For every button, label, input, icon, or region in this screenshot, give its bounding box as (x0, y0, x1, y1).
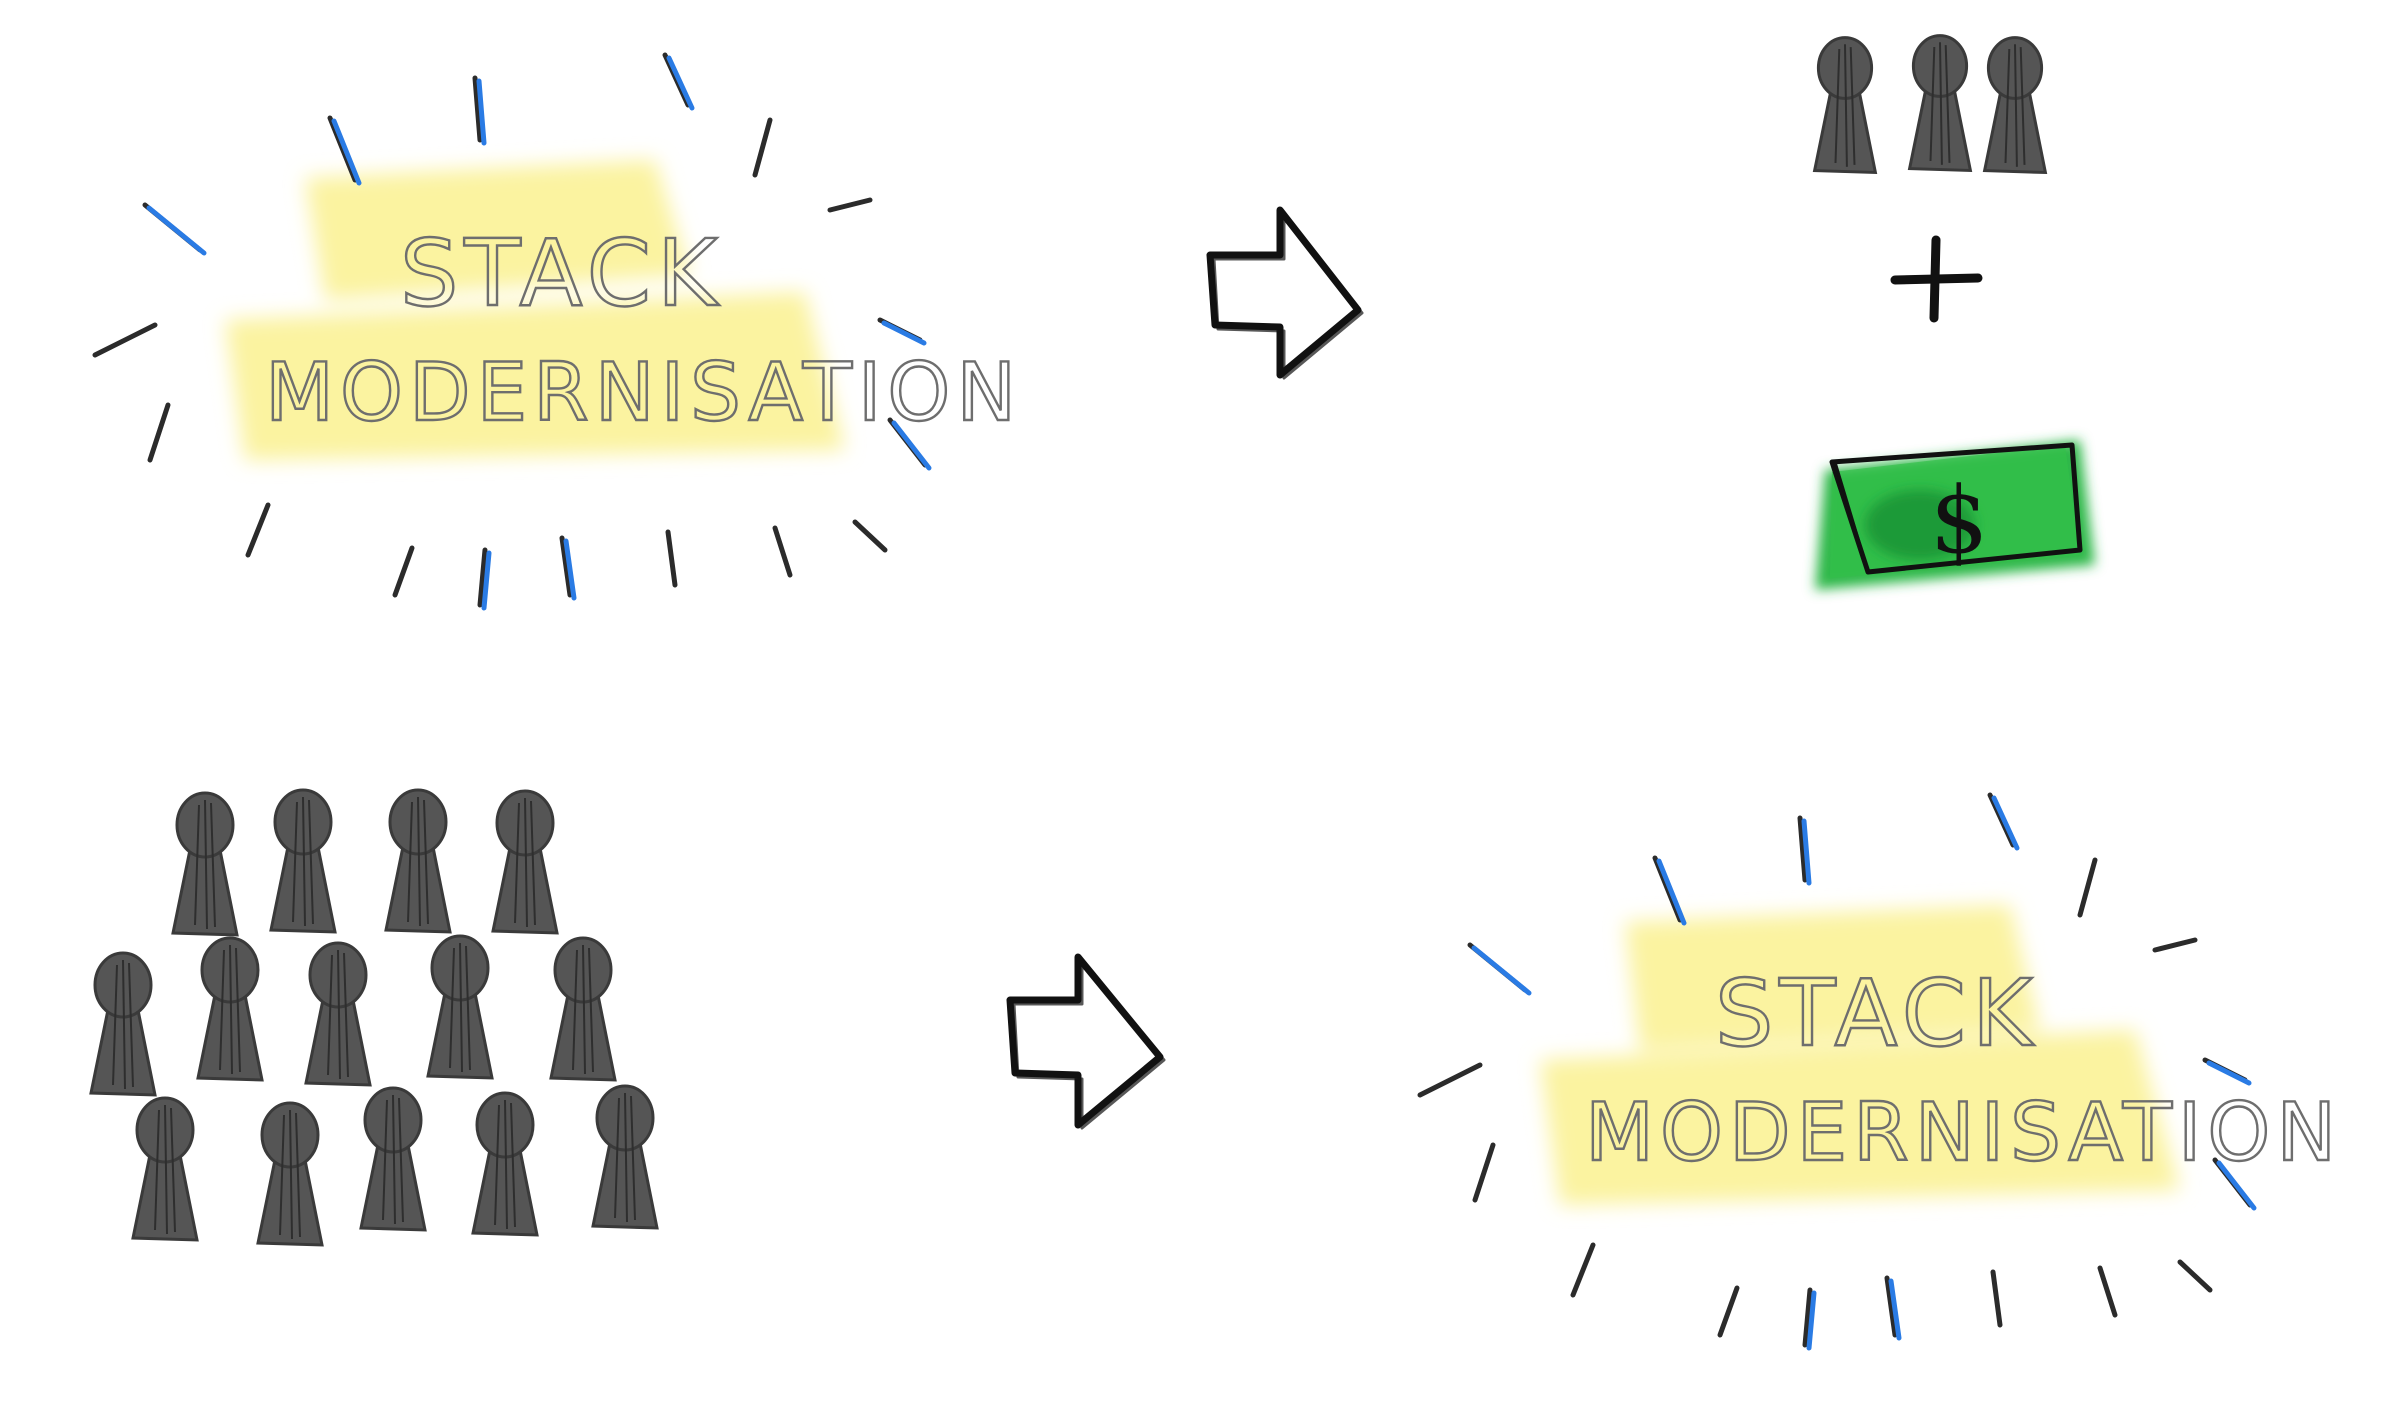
person-icon (1982, 36, 2048, 175)
ray-stroke (827, 197, 873, 213)
title-line-1: STACK (400, 220, 723, 327)
ray-stroke (245, 502, 271, 558)
ray-stroke (772, 525, 793, 578)
ray-stroke (392, 545, 415, 598)
person-icon (1812, 36, 1878, 175)
ray-stroke (1990, 1269, 2003, 1328)
highlight-marker (225, 160, 845, 460)
ray-stroke-blue (331, 118, 362, 186)
ray-stroke (752, 117, 773, 178)
right-arrow-icon (1206, 206, 1364, 380)
ray-stroke (1417, 1062, 1483, 1098)
ray-stroke (92, 322, 158, 358)
ray-stroke (1570, 1242, 1596, 1298)
ray-stroke (472, 75, 483, 143)
person-icon (131, 1096, 199, 1242)
stack-modernisation-burst-bottom: STACK MODERNISATION (1417, 792, 2342, 1351)
ray-stroke (2077, 857, 2098, 918)
ray-stroke (852, 519, 888, 553)
plus-sign (1890, 235, 1983, 323)
ray-stroke (1717, 1285, 1740, 1338)
person-icon (269, 788, 337, 934)
ray-stroke (559, 535, 573, 598)
title-line-2: MODERNISATION (265, 346, 1022, 439)
ray-stroke-blue (2216, 1160, 2257, 1211)
person-icon (304, 941, 372, 1087)
ray-stroke-blue (891, 420, 932, 471)
ray-stroke (1472, 1142, 1496, 1203)
ray-stroke (2152, 937, 2198, 953)
ray-stroke (147, 402, 171, 463)
person-icon (1907, 34, 1973, 173)
ray-stroke-blue (1471, 945, 1532, 996)
ray-stroke-blue (146, 205, 207, 256)
person-icon (256, 1101, 324, 1247)
ray-stroke-blue (1801, 818, 1812, 886)
ray-stroke-blue (1656, 858, 1687, 926)
right-arrow-icon (1006, 953, 1166, 1130)
burst-rays (92, 52, 932, 611)
person-icon (471, 1091, 539, 1237)
title-line-2: MODERNISATION (1585, 1086, 2342, 1179)
highlight-top (305, 160, 690, 300)
ray-stroke-blue (476, 78, 487, 146)
stack-modernisation-burst-top: STACK MODERNISATION (92, 52, 1022, 611)
highlight-bottom (1540, 1030, 2180, 1205)
ray-stroke (327, 115, 358, 183)
person-icon (549, 936, 617, 1082)
person-icon (359, 1086, 427, 1232)
title-line-1: STACK (1715, 960, 2038, 1067)
ray-stroke-blue (1806, 1290, 1817, 1351)
person-icon (491, 789, 559, 935)
person-icon (196, 936, 264, 1082)
ray-stroke (1884, 1275, 1898, 1338)
ray-stroke (1797, 815, 1808, 883)
ray-stroke (477, 547, 488, 608)
dollar-bill-icon: $ (1815, 440, 2095, 590)
ray-stroke-blue (563, 538, 577, 601)
ray-stroke (2177, 1259, 2213, 1293)
ray-stroke-blue (481, 550, 492, 611)
ray-stroke (1652, 855, 1683, 923)
highlight-top (1625, 905, 2040, 1050)
person-icon (426, 934, 494, 1080)
ray-stroke (2097, 1265, 2118, 1318)
highlight-bottom (225, 292, 845, 460)
person-icon (171, 791, 239, 937)
ray-stroke-blue (881, 320, 927, 346)
small-team (1812, 34, 2048, 175)
person-icon (89, 951, 157, 1097)
money-symbol: $ (1930, 467, 1989, 574)
person-icon (591, 1084, 659, 1230)
ray-stroke-blue (2206, 1060, 2252, 1086)
ray-stroke-blue (1888, 1278, 1902, 1341)
ray-stroke-blue (666, 55, 695, 111)
ray-stroke-blue (1991, 795, 2020, 851)
ray-stroke (1802, 1287, 1813, 1348)
highlight-marker (1540, 905, 2180, 1205)
person-icon (384, 788, 452, 934)
ray-stroke (665, 529, 678, 588)
large-team (89, 788, 659, 1247)
burst-rays (1417, 792, 2257, 1351)
